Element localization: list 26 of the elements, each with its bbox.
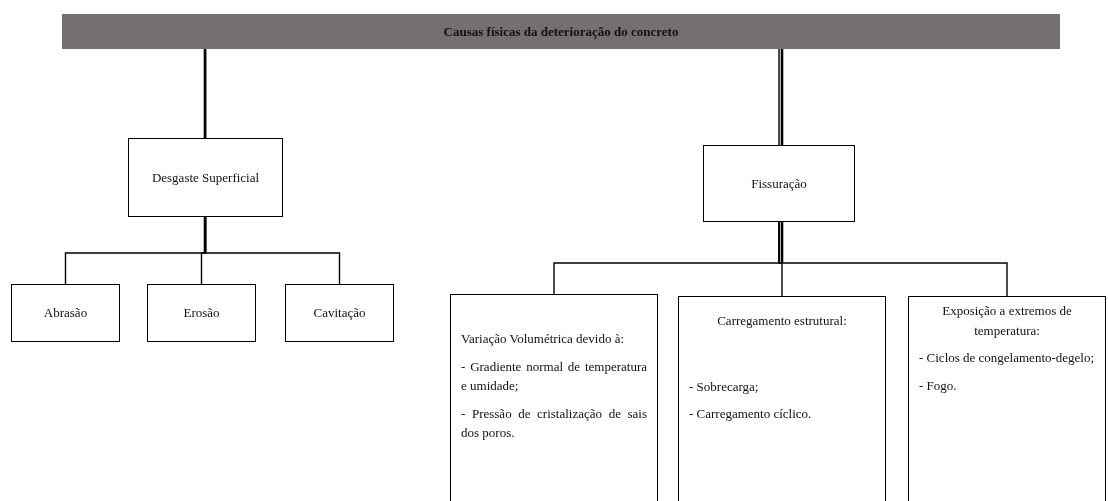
list-item-text: - Gradiente normal de temperatura e umidade; bbox=[461, 357, 647, 395]
heading-text: Variação Volumétrica devido à: bbox=[461, 330, 626, 348]
heading-text: Causas físicas da deterioração do concreto bbox=[443, 22, 679, 41]
heading-text: Fissuração bbox=[751, 174, 807, 193]
category-box bbox=[703, 145, 855, 222]
heading-text: Carregamento estrutural: bbox=[716, 312, 848, 330]
list-item-text: - Fogo. bbox=[919, 376, 958, 395]
category-box bbox=[11, 284, 120, 342]
heading-text: Cavitação bbox=[313, 304, 366, 323]
connector-line bbox=[778, 48, 780, 146]
cause-box bbox=[450, 294, 658, 501]
heading-text: Exposição a extremos de temperatura: bbox=[941, 302, 1073, 340]
category-box bbox=[285, 284, 394, 342]
list-item-text: - Pressão de cristalização de sais dos poros. bbox=[461, 404, 647, 442]
cause-box bbox=[908, 296, 1106, 501]
connector-line bbox=[778, 221, 1008, 297]
heading-text: Erosão bbox=[183, 304, 220, 323]
list-item-text: - Ciclos de congelamento-degelo; bbox=[919, 349, 1095, 367]
category-box bbox=[147, 284, 256, 342]
list-item-text: - Carregamento cíclico. bbox=[689, 405, 813, 423]
category-box bbox=[128, 138, 283, 217]
title-bar bbox=[62, 14, 1060, 49]
heading-text: Desgaste Superficial bbox=[151, 168, 260, 187]
list-item-text: - Sobrecarga; bbox=[689, 377, 760, 396]
cause-box bbox=[678, 296, 886, 501]
heading-text: Abrasão bbox=[43, 304, 88, 323]
